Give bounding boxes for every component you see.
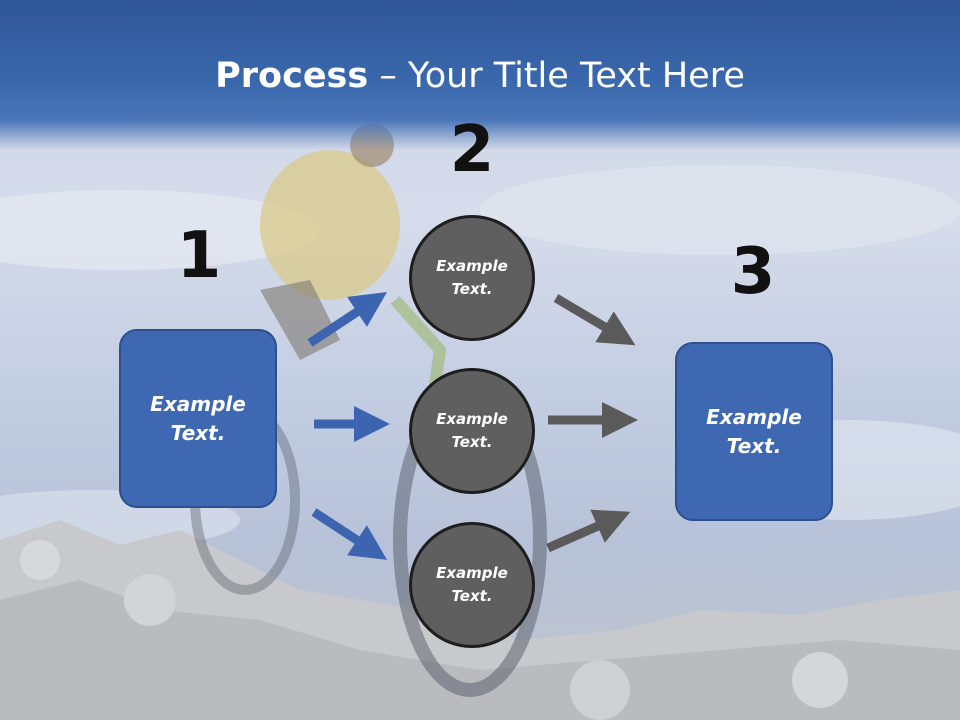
step-number-1: 1 xyxy=(176,219,222,293)
right-box-line1: Example xyxy=(706,404,802,429)
arrow-box-to-circle-1 xyxy=(307,292,388,347)
left-box-line2: Text. xyxy=(170,420,226,445)
circle-2-line2: Text. xyxy=(451,433,493,451)
left-box-line1: Example xyxy=(150,391,246,416)
step-number-3: 3 xyxy=(730,235,776,309)
title-rest: – Your Title Text Here xyxy=(368,56,745,96)
left-process-box: Example Text. xyxy=(119,329,277,508)
circle-2-line1: Example xyxy=(436,410,508,428)
circle-3-line1: Example xyxy=(436,564,508,582)
circle-1-line2: Text. xyxy=(451,280,493,298)
header-band xyxy=(0,0,960,150)
arrow-circle-3-to-box xyxy=(546,509,631,553)
process-circle-2: Example Text. xyxy=(409,368,535,494)
circle-1-line1: Example xyxy=(436,257,508,275)
right-box-line2: Text. xyxy=(726,433,782,458)
step-number-2: 2 xyxy=(449,113,495,187)
process-circle-1: Example Text. xyxy=(409,215,535,341)
right-process-box: Example Text. xyxy=(675,342,833,521)
slide-title: Process – Your Title Text Here xyxy=(0,54,960,98)
arrow-circle-1-to-box xyxy=(553,294,636,346)
process-circle-3: Example Text. xyxy=(409,522,535,648)
title-bold: Process xyxy=(215,56,369,96)
arrow-box-to-circle-3 xyxy=(311,508,388,560)
circle-3-line2: Text. xyxy=(451,587,493,605)
